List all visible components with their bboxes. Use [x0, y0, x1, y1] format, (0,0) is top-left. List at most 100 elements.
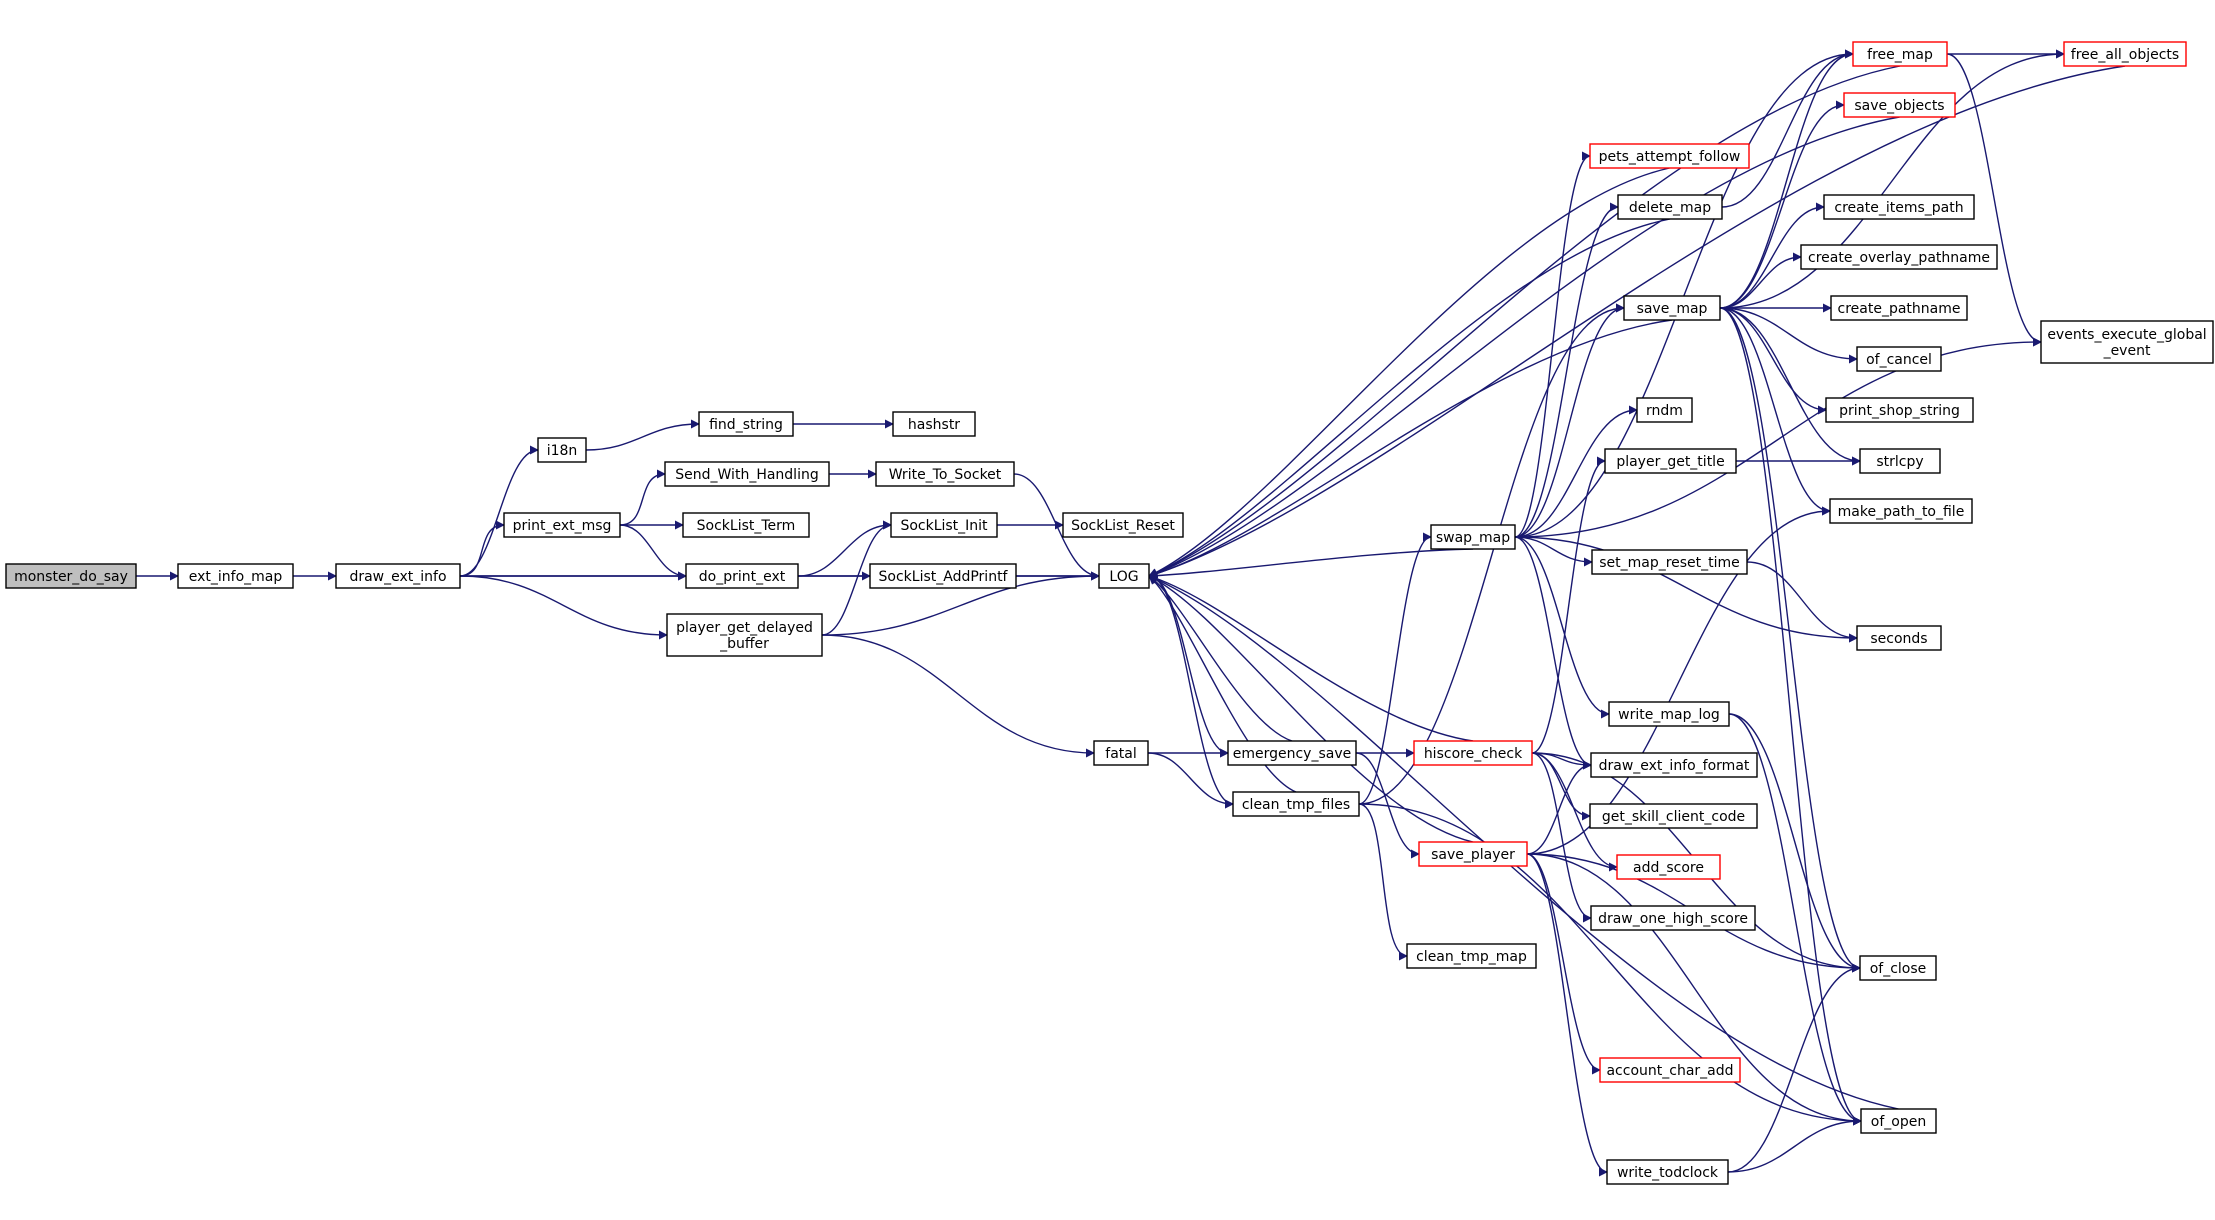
- node-box-draw_ext_info_format[interactable]: [1590, 752, 1758, 778]
- node-print_ext_msg[interactable]: print_ext_msg: [503, 512, 621, 538]
- node-delete_map[interactable]: delete_map: [1617, 194, 1723, 220]
- node-clean_tmp_files[interactable]: clean_tmp_files: [1232, 791, 1360, 817]
- node-box-do_print_ext[interactable]: [685, 563, 799, 589]
- node-create_overlay_pathname[interactable]: create_overlay_pathname: [1800, 244, 1998, 270]
- node-box-strlcpy[interactable]: [1859, 448, 1941, 474]
- node-of_open[interactable]: of_open: [1860, 1108, 1937, 1134]
- node-SockList_Init[interactable]: SockList_Init: [890, 512, 998, 538]
- node-box-print_ext_msg[interactable]: [503, 512, 621, 538]
- node-do_print_ext[interactable]: do_print_ext: [685, 563, 799, 589]
- node-account_char_add[interactable]: account_char_add: [1599, 1057, 1741, 1083]
- node-events_execute_global_event[interactable]: events_execute_global_event: [2040, 320, 2214, 364]
- node-box-save_objects[interactable]: [1843, 92, 1956, 118]
- node-save_map[interactable]: save_map: [1623, 295, 1721, 321]
- node-draw_ext_info[interactable]: draw_ext_info: [335, 563, 461, 589]
- node-box-draw_ext_info[interactable]: [335, 563, 461, 589]
- node-box-of_close[interactable]: [1859, 955, 1937, 981]
- node-LOG[interactable]: LOG: [1098, 563, 1150, 589]
- node-find_string[interactable]: find_string: [698, 411, 794, 437]
- node-box-print_shop_string[interactable]: [1825, 397, 1974, 423]
- node-write_todclock[interactable]: write_todclock: [1606, 1159, 1729, 1185]
- node-box-add_score[interactable]: [1616, 854, 1721, 880]
- node-box-make_path_to_file[interactable]: [1829, 498, 1973, 524]
- node-of_close[interactable]: of_close: [1859, 955, 1937, 981]
- node-box-ext_info_map[interactable]: [177, 563, 294, 589]
- node-box-emergency_save[interactable]: [1227, 740, 1357, 766]
- node-box-SockList_Init[interactable]: [890, 512, 998, 538]
- node-create_items_path[interactable]: create_items_path: [1823, 194, 1975, 220]
- node-print_shop_string[interactable]: print_shop_string: [1825, 397, 1974, 423]
- node-i18n[interactable]: i18n: [537, 437, 587, 463]
- node-box-write_map_log[interactable]: [1608, 701, 1730, 727]
- node-box-pets_attempt_follow[interactable]: [1589, 143, 1750, 169]
- node-save_player[interactable]: save_player: [1418, 841, 1528, 867]
- node-box-account_char_add[interactable]: [1599, 1057, 1741, 1083]
- node-Write_To_Socket[interactable]: Write_To_Socket: [875, 461, 1015, 487]
- node-box-create_items_path[interactable]: [1823, 194, 1975, 220]
- node-box-clean_tmp_map[interactable]: [1406, 943, 1537, 969]
- node-ext_info_map[interactable]: ext_info_map: [177, 563, 294, 589]
- node-make_path_to_file[interactable]: make_path_to_file: [1829, 498, 1973, 524]
- node-box-delete_map[interactable]: [1617, 194, 1723, 220]
- node-box-draw_one_high_score[interactable]: [1590, 905, 1756, 931]
- node-box-swap_map[interactable]: [1430, 524, 1516, 550]
- node-draw_ext_info_format[interactable]: draw_ext_info_format: [1590, 752, 1758, 778]
- node-emergency_save[interactable]: emergency_save: [1227, 740, 1357, 766]
- node-player_get_delayed_buffer[interactable]: player_get_delayed_buffer: [666, 613, 823, 657]
- node-get_skill_client_code[interactable]: get_skill_client_code: [1589, 803, 1758, 829]
- node-box-write_todclock[interactable]: [1606, 1159, 1729, 1185]
- node-pets_attempt_follow[interactable]: pets_attempt_follow: [1589, 143, 1750, 169]
- node-player_get_title[interactable]: player_get_title: [1604, 448, 1737, 474]
- node-fatal[interactable]: fatal: [1093, 740, 1149, 766]
- node-box-get_skill_client_code[interactable]: [1589, 803, 1758, 829]
- node-strlcpy[interactable]: strlcpy: [1859, 448, 1941, 474]
- node-box-i18n[interactable]: [537, 437, 587, 463]
- node-hashstr[interactable]: hashstr: [892, 411, 976, 437]
- node-save_objects[interactable]: save_objects: [1843, 92, 1956, 118]
- node-free_all_objects[interactable]: free_all_objects: [2063, 41, 2187, 67]
- node-box-SockList_AddPrintf[interactable]: [869, 563, 1017, 589]
- node-box-player_get_delayed_buffer[interactable]: [666, 613, 823, 657]
- node-swap_map[interactable]: swap_map: [1430, 524, 1516, 550]
- node-box-hashstr[interactable]: [892, 411, 976, 437]
- node-write_map_log[interactable]: write_map_log: [1608, 701, 1730, 727]
- node-box-of_open[interactable]: [1860, 1108, 1937, 1134]
- node-box-clean_tmp_files[interactable]: [1232, 791, 1360, 817]
- node-box-fatal[interactable]: [1093, 740, 1149, 766]
- node-box-monster_do_say[interactable]: [5, 563, 137, 589]
- node-seconds[interactable]: seconds: [1856, 625, 1942, 651]
- node-box-rndm[interactable]: [1636, 397, 1693, 423]
- node-box-save_map[interactable]: [1623, 295, 1721, 321]
- node-SockList_Term[interactable]: SockList_Term: [682, 512, 810, 538]
- node-rndm[interactable]: rndm: [1636, 397, 1693, 423]
- node-box-LOG[interactable]: [1098, 563, 1150, 589]
- node-box-SockList_Term[interactable]: [682, 512, 810, 538]
- node-monster_do_say[interactable]: monster_do_say: [5, 563, 137, 589]
- node-box-free_map[interactable]: [1852, 41, 1948, 67]
- node-free_map[interactable]: free_map: [1852, 41, 1948, 67]
- node-box-Send_With_Handling[interactable]: [664, 461, 830, 487]
- node-box-find_string[interactable]: [698, 411, 794, 437]
- node-SockList_Reset[interactable]: SockList_Reset: [1062, 512, 1184, 538]
- node-box-seconds[interactable]: [1856, 625, 1942, 651]
- node-box-free_all_objects[interactable]: [2063, 41, 2187, 67]
- node-Send_With_Handling[interactable]: Send_With_Handling: [664, 461, 830, 487]
- node-SockList_AddPrintf[interactable]: SockList_AddPrintf: [869, 563, 1017, 589]
- node-add_score[interactable]: add_score: [1616, 854, 1721, 880]
- node-box-of_cancel[interactable]: [1856, 346, 1942, 372]
- node-box-set_map_reset_time[interactable]: [1591, 549, 1748, 575]
- node-box-player_get_title[interactable]: [1604, 448, 1737, 474]
- node-box-SockList_Reset[interactable]: [1062, 512, 1184, 538]
- node-clean_tmp_map[interactable]: clean_tmp_map: [1406, 943, 1537, 969]
- node-box-hiscore_check[interactable]: [1413, 740, 1533, 766]
- node-box-events_execute_global_event[interactable]: [2040, 320, 2214, 364]
- node-box-create_pathname[interactable]: [1830, 295, 1968, 321]
- node-box-create_overlay_pathname[interactable]: [1800, 244, 1998, 270]
- node-set_map_reset_time[interactable]: set_map_reset_time: [1591, 549, 1748, 575]
- node-draw_one_high_score[interactable]: draw_one_high_score: [1590, 905, 1756, 931]
- node-box-Write_To_Socket[interactable]: [875, 461, 1015, 487]
- node-of_cancel[interactable]: of_cancel: [1856, 346, 1942, 372]
- node-box-save_player[interactable]: [1418, 841, 1528, 867]
- node-hiscore_check[interactable]: hiscore_check: [1413, 740, 1533, 766]
- node-create_pathname[interactable]: create_pathname: [1830, 295, 1968, 321]
